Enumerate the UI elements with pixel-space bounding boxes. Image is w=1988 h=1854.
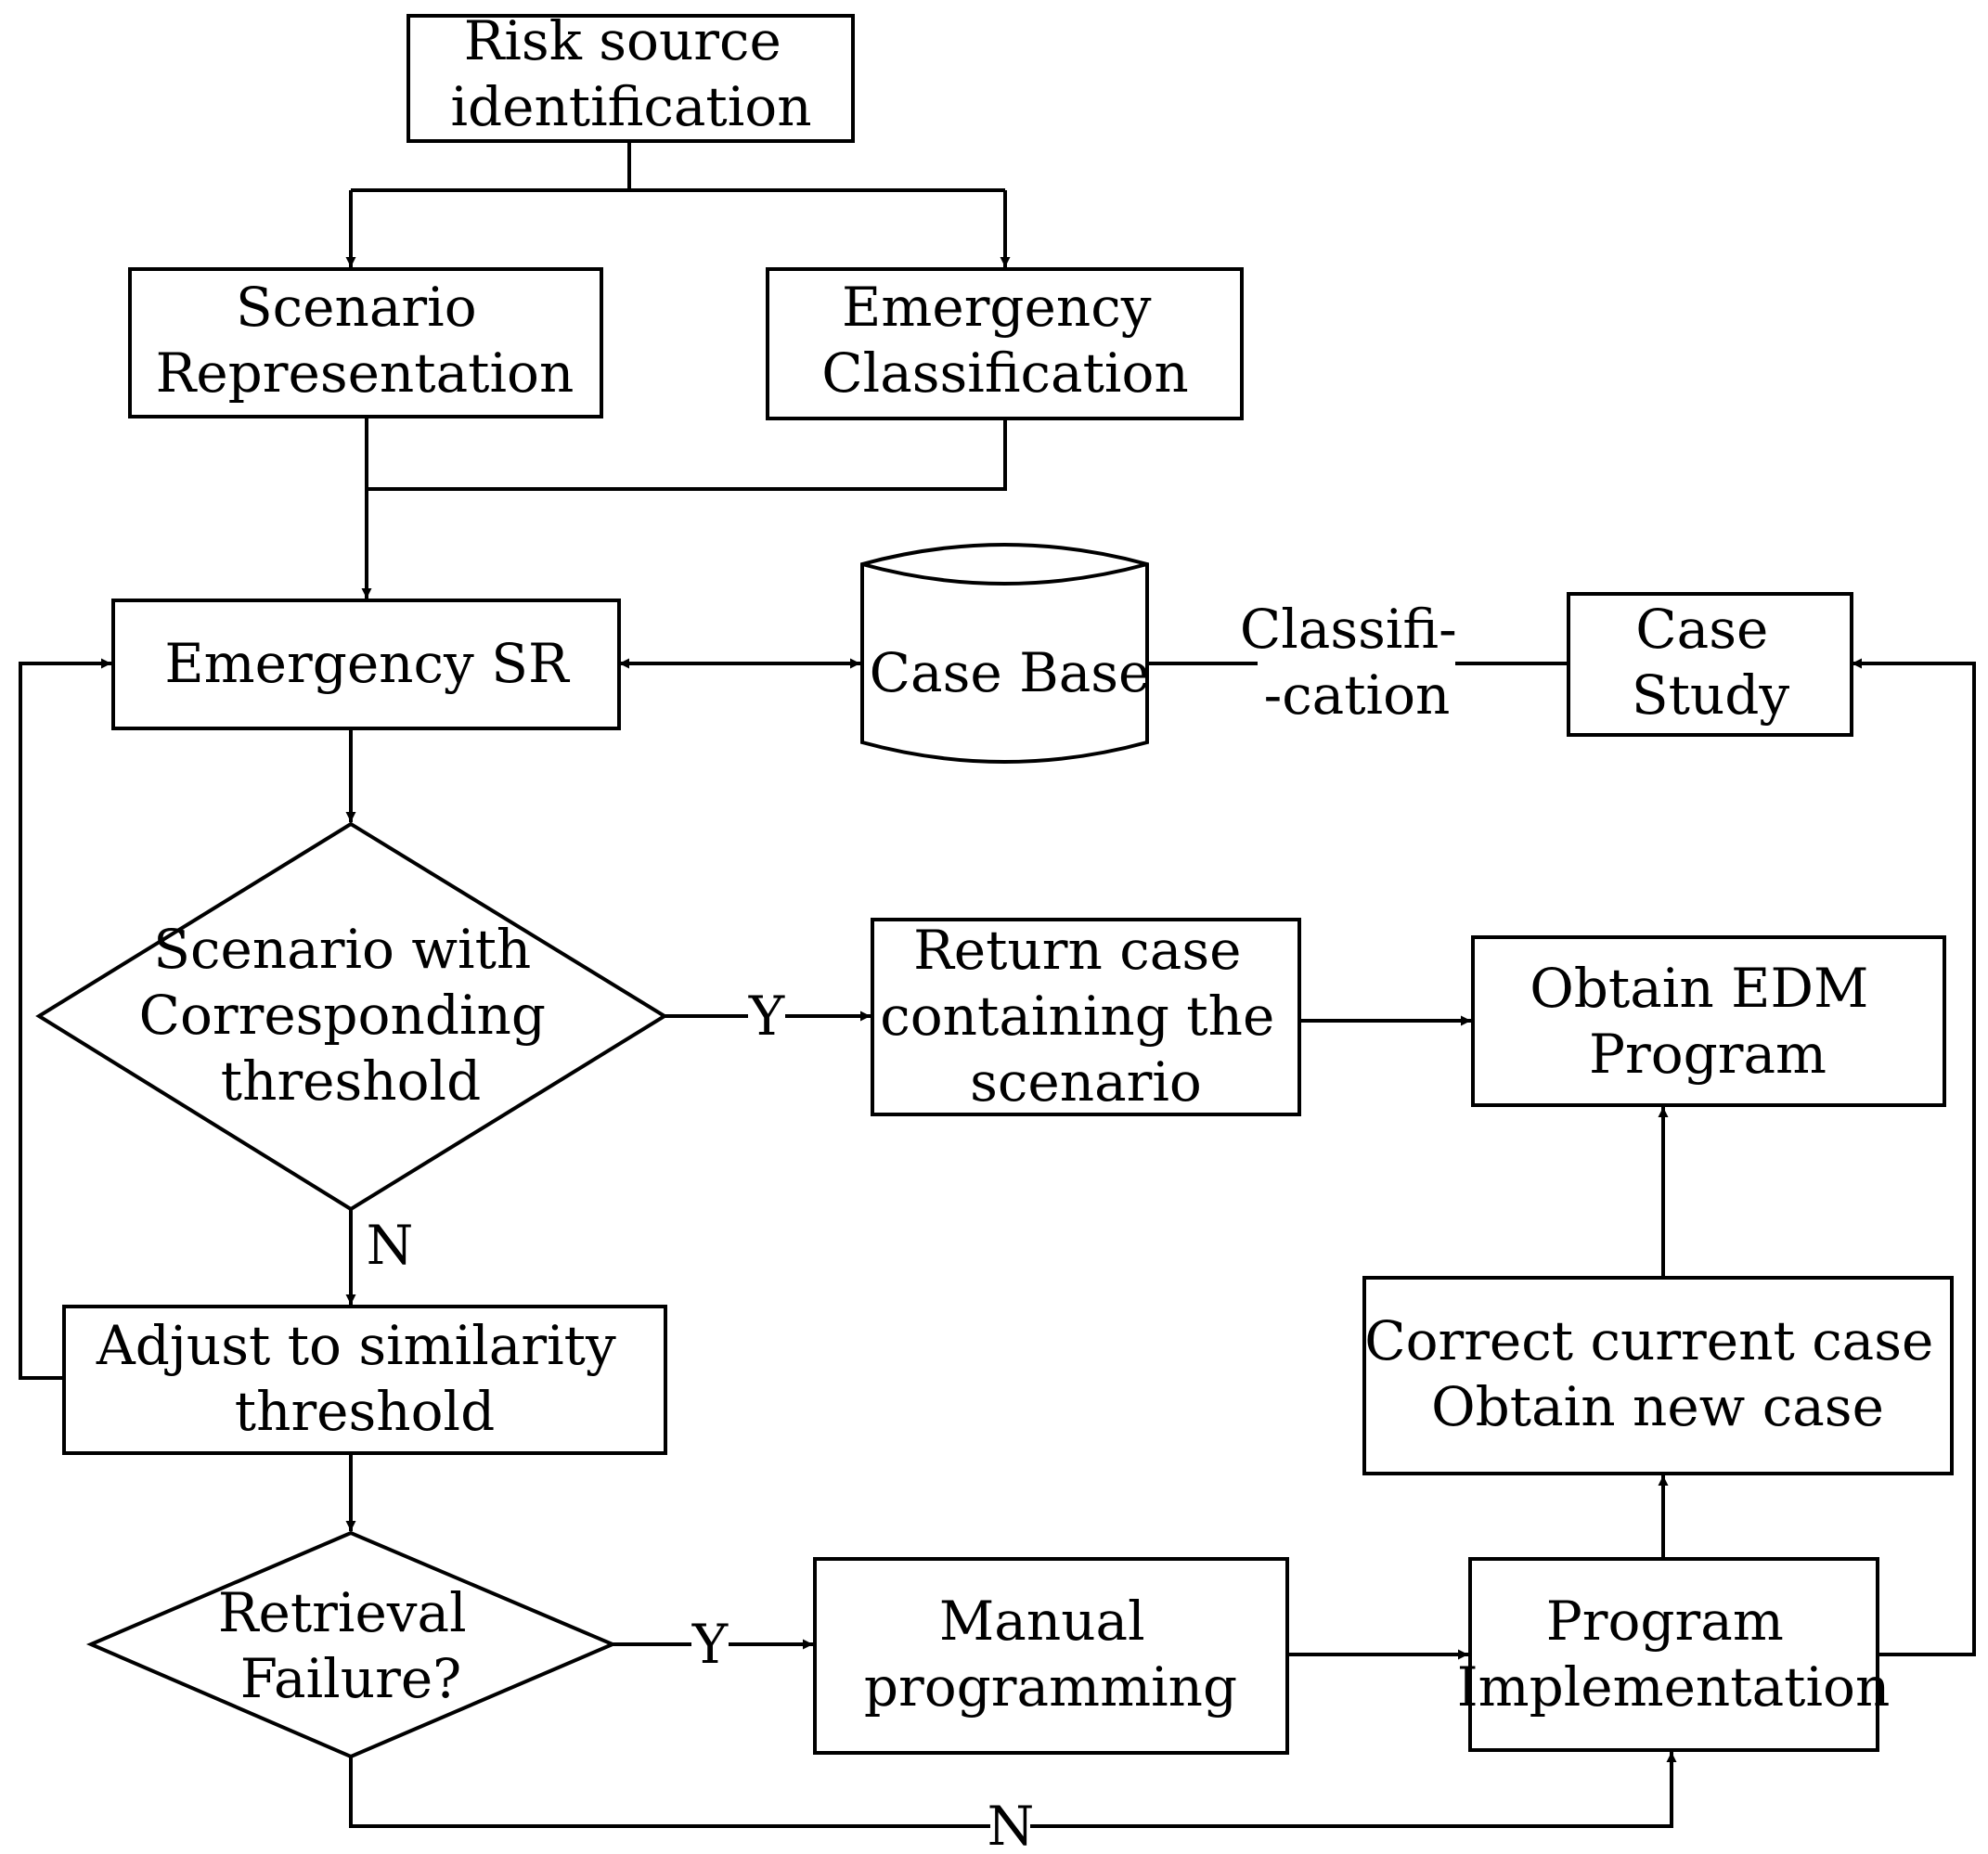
correct-case-box xyxy=(1362,1276,1954,1475)
case-base-label: Case Base xyxy=(870,641,1151,704)
edge-impl-to-casestudy xyxy=(1852,658,1976,1656)
obtain-edm-label: Obtain EDM Program xyxy=(1530,957,1886,1086)
manual-programming-label: Manual programming xyxy=(864,1590,1237,1719)
emergency-sr-box xyxy=(111,599,621,730)
emergency-classification-box xyxy=(766,267,1244,420)
risk-source-box xyxy=(407,14,855,143)
adjust-threshold-label: Adjust to similarity threshold xyxy=(96,1314,633,1443)
node-labels: Risk source identification Scenario Repr… xyxy=(96,9,1951,1719)
edges xyxy=(19,141,1976,1828)
scenario-representation-label: Scenario Representation xyxy=(156,276,574,405)
obtain-edm-box xyxy=(1471,935,1946,1107)
emergency-sr-label: Emergency SR xyxy=(164,632,571,695)
manual-programming-box xyxy=(813,1557,1289,1755)
emergency-classification-label: Emergency Classification xyxy=(821,276,1188,405)
yes-failure-label: Y xyxy=(691,1613,729,1676)
scenario-representation-box xyxy=(128,267,603,418)
scenario-threshold-label: Scenario with Corresponding threshold xyxy=(139,918,563,1113)
edge-adjust-loop xyxy=(19,658,111,1380)
scenario-threshold-decision xyxy=(35,821,668,1212)
retrieval-failure-label: Retrieval Failure? xyxy=(218,1581,484,1710)
return-case-label: Return case containing the scenario xyxy=(880,919,1291,1114)
edge-labels: Classifi- -cation Y N Y N xyxy=(367,598,1474,1854)
yes-threshold-label: Y xyxy=(748,985,785,1048)
case-base-rim xyxy=(861,562,1148,586)
retrieval-failure-decision xyxy=(85,1530,618,1759)
risk-source-label: Risk source identification xyxy=(450,9,811,138)
case-base-cylinder xyxy=(860,543,1149,764)
program-implementation-label: Program Implementation xyxy=(1457,1590,1891,1719)
no-threshold-label: N xyxy=(367,1214,414,1277)
classification-edge-label: Classifi- -cation xyxy=(1240,598,1474,727)
case-study-box xyxy=(1567,592,1853,737)
correct-case-label: Correct current case Obtain new case xyxy=(1364,1309,1951,1438)
edge-merge-to-sr xyxy=(367,418,1007,599)
program-implementation-box xyxy=(1468,1557,1879,1752)
edge-risk-split xyxy=(351,141,1005,192)
return-case-box xyxy=(871,918,1301,1116)
case-study-label: Case Study xyxy=(1632,598,1790,727)
edge-failure-no xyxy=(349,1752,1672,1828)
no-failure-label: N xyxy=(988,1795,1035,1854)
adjust-threshold-box xyxy=(62,1305,667,1455)
nodes xyxy=(35,14,1954,1759)
